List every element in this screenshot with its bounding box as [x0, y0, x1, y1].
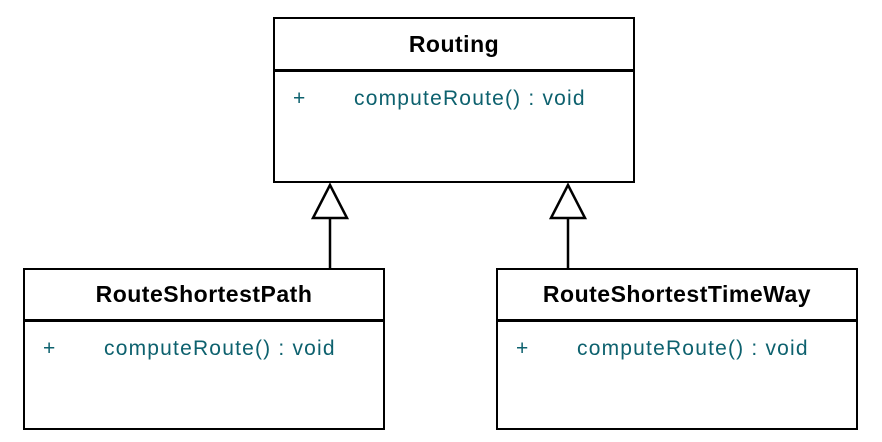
- generalization-triangle-left: [310, 182, 350, 220]
- class-box-routeshortestpath: RouteShortestPath + computeRoute() : void: [23, 268, 385, 430]
- generalization-arrow-routeshortesttimeway-to-routing: [548, 182, 588, 270]
- member-signature: computeRoute() : void: [577, 337, 809, 360]
- member-signature: computeRoute() : void: [104, 337, 336, 360]
- class-box-routing: Routing + computeRoute() : void: [273, 17, 635, 183]
- generalization-arrow-routeshortestpath-to-routing: [310, 182, 350, 270]
- member-signature: computeRoute() : void: [354, 87, 586, 110]
- class-member-row: + computeRoute() : void: [25, 322, 383, 361]
- class-name-routeshortestpath: RouteShortestPath: [25, 270, 383, 322]
- class-name-routeshortesttimeway: RouteShortestTimeWay: [498, 270, 856, 322]
- class-name-routing: Routing: [275, 19, 633, 72]
- member-visibility: +: [43, 337, 57, 360]
- member-visibility: +: [516, 337, 530, 360]
- class-member-row: + computeRoute() : void: [275, 72, 633, 111]
- class-box-routeshortesttimeway: RouteShortestTimeWay + computeRoute() : v…: [496, 268, 858, 430]
- member-visibility: +: [293, 87, 307, 110]
- generalization-triangle-right: [548, 182, 588, 220]
- class-member-row: + computeRoute() : void: [498, 322, 856, 361]
